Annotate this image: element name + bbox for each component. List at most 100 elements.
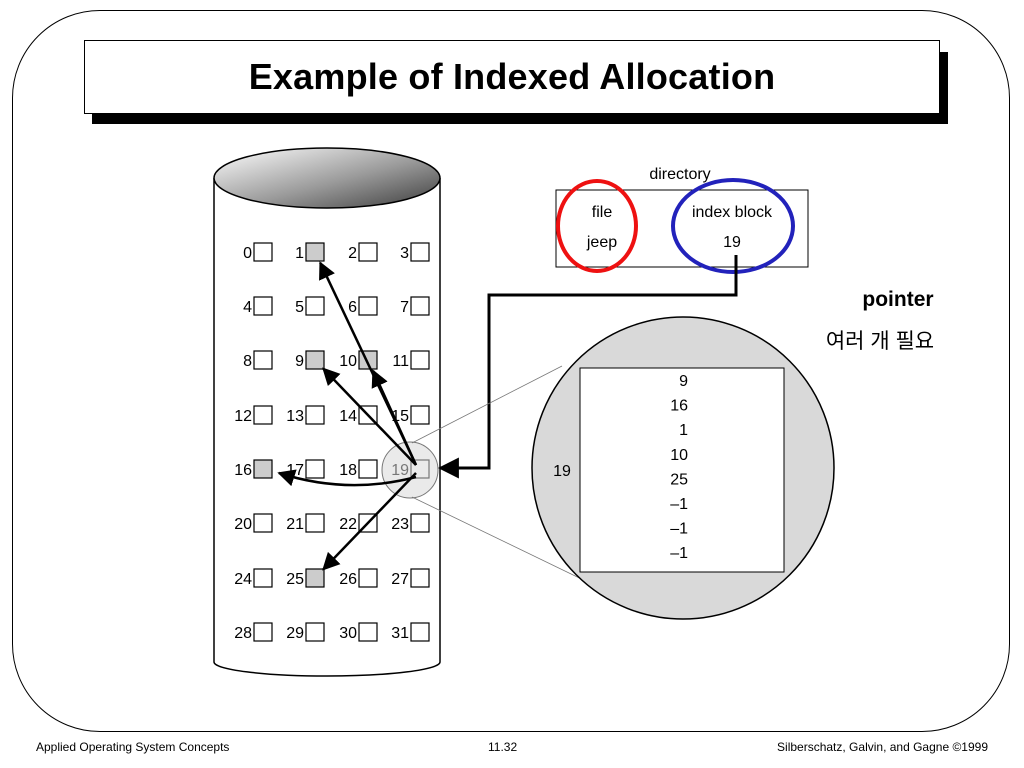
disk-block-number: 26 — [339, 571, 357, 588]
disk-block: 11 — [392, 350, 430, 370]
disk-block-number: 9 — [295, 353, 304, 370]
disk-block-square — [305, 513, 325, 533]
disk-block-number: 3 — [400, 245, 409, 262]
disk-block: 24 — [234, 568, 273, 588]
disk-block: 7 — [400, 296, 430, 316]
zoom-guide-bottom — [411, 496, 601, 589]
disk-block-square — [253, 513, 273, 533]
disk-block: 6 — [348, 296, 378, 316]
slide-title: Example of Indexed Allocation — [248, 56, 776, 97]
disk-block: 23 — [391, 513, 430, 533]
disk-block-number: 22 — [339, 516, 357, 533]
directory-index-value: 19 — [723, 234, 741, 251]
disk-block-number: 7 — [400, 299, 409, 316]
pointer-arrow — [371, 369, 418, 466]
index-entry: –1 — [670, 521, 688, 538]
disk-block-square — [253, 568, 273, 588]
disk-block-number: 24 — [234, 571, 252, 588]
footer-page-number: 11.32 — [488, 740, 518, 754]
disk-block-square — [253, 296, 273, 316]
title-box: Example of Indexed Allocation — [84, 40, 940, 114]
index-entry: –1 — [670, 545, 688, 562]
disk-block: 2 — [348, 242, 378, 262]
disk-block-number: 1 — [295, 245, 304, 262]
disk-block-number: 30 — [339, 625, 357, 642]
disk-block: 1 — [295, 242, 325, 262]
file-column-circle — [556, 179, 638, 273]
disk-block-square — [253, 459, 273, 479]
disk-block-number: 28 — [234, 625, 252, 642]
disk-block-square — [253, 350, 273, 370]
disk-block: 25 — [286, 568, 325, 588]
disk-block: 31 — [391, 622, 430, 642]
disk-block-square — [253, 405, 273, 425]
index-entry: 10 — [670, 447, 688, 464]
disk-block-square — [253, 622, 273, 642]
disk-block: 16 — [234, 459, 273, 479]
footer-copyright: Silberschatz, Galvin, and Gagne ©1999 — [777, 740, 988, 754]
disk-block-square — [410, 622, 430, 642]
disk-block-square — [358, 242, 378, 262]
index-column-circle — [671, 178, 795, 274]
disk-block: 0 — [243, 242, 273, 262]
disk-top — [213, 147, 441, 209]
disk-block-number: 14 — [339, 408, 357, 425]
directory-to-index-arrow — [437, 255, 738, 479]
index-block-number: 19 — [553, 463, 571, 480]
disk-block-number: 10 — [339, 353, 357, 370]
disk-block: 29 — [286, 622, 325, 642]
disk-block-number: 13 — [286, 408, 304, 425]
disk-block: 21 — [286, 513, 325, 533]
disk-block-number: 25 — [286, 571, 304, 588]
slide-frame — [12, 10, 1010, 732]
disk-block-square — [410, 350, 430, 370]
disk-block-number: 5 — [295, 299, 304, 316]
disk-block: 8 — [243, 350, 273, 370]
disk-block-number: 20 — [234, 516, 252, 533]
pointer-label: pointer — [862, 288, 933, 311]
disk-block: 3 — [400, 242, 430, 262]
index-block-table — [579, 367, 785, 573]
disk-block: 30 — [339, 622, 378, 642]
disk-block-square — [253, 242, 273, 262]
disk-block: 9 — [295, 350, 325, 370]
disk-block-number: 21 — [286, 516, 304, 533]
directory-label: directory — [649, 166, 710, 183]
zoom-guide-top — [411, 365, 563, 444]
disk-block-square — [305, 242, 325, 262]
disk-block-square — [305, 296, 325, 316]
disk-block-number: 27 — [391, 571, 409, 588]
index-entry: 16 — [670, 398, 688, 415]
disk-block-square — [358, 459, 378, 479]
disk-block-square — [410, 568, 430, 588]
disk-block-square — [410, 513, 430, 533]
pointer-note: 여러 개 필요 — [826, 330, 934, 353]
directory-file-name: jeep — [586, 234, 617, 251]
disk-block-number: 23 — [391, 516, 409, 533]
disk-block-square — [358, 296, 378, 316]
disk-block-number: 11 — [392, 353, 409, 370]
disk-block-square — [358, 568, 378, 588]
disk-block: 12 — [234, 405, 273, 425]
index-entry: –1 — [670, 496, 688, 513]
disk-block-number: 6 — [348, 299, 357, 316]
disk-block: 26 — [339, 568, 378, 588]
disk-block-square — [410, 242, 430, 262]
disk-block-square — [305, 459, 325, 479]
disk-block-square — [305, 350, 325, 370]
directory-header-index-block: index block — [692, 204, 773, 221]
disk-block-square — [410, 296, 430, 316]
disk-blocks: 0123456789101112131415161718192021222324… — [234, 242, 430, 642]
disk-block-number: 2 — [348, 245, 357, 262]
directory-header-file: file — [592, 204, 613, 221]
disk-block-square — [305, 622, 325, 642]
disk-block-number: 16 — [234, 462, 252, 479]
index-entry: 9 — [679, 373, 688, 390]
disk-block-number: 31 — [391, 625, 409, 642]
disk-block: 4 — [243, 296, 273, 316]
disk-block-square — [305, 405, 325, 425]
disk-block-number: 12 — [234, 408, 252, 425]
pointer-arrow — [322, 472, 417, 571]
disk-block: 5 — [295, 296, 325, 316]
